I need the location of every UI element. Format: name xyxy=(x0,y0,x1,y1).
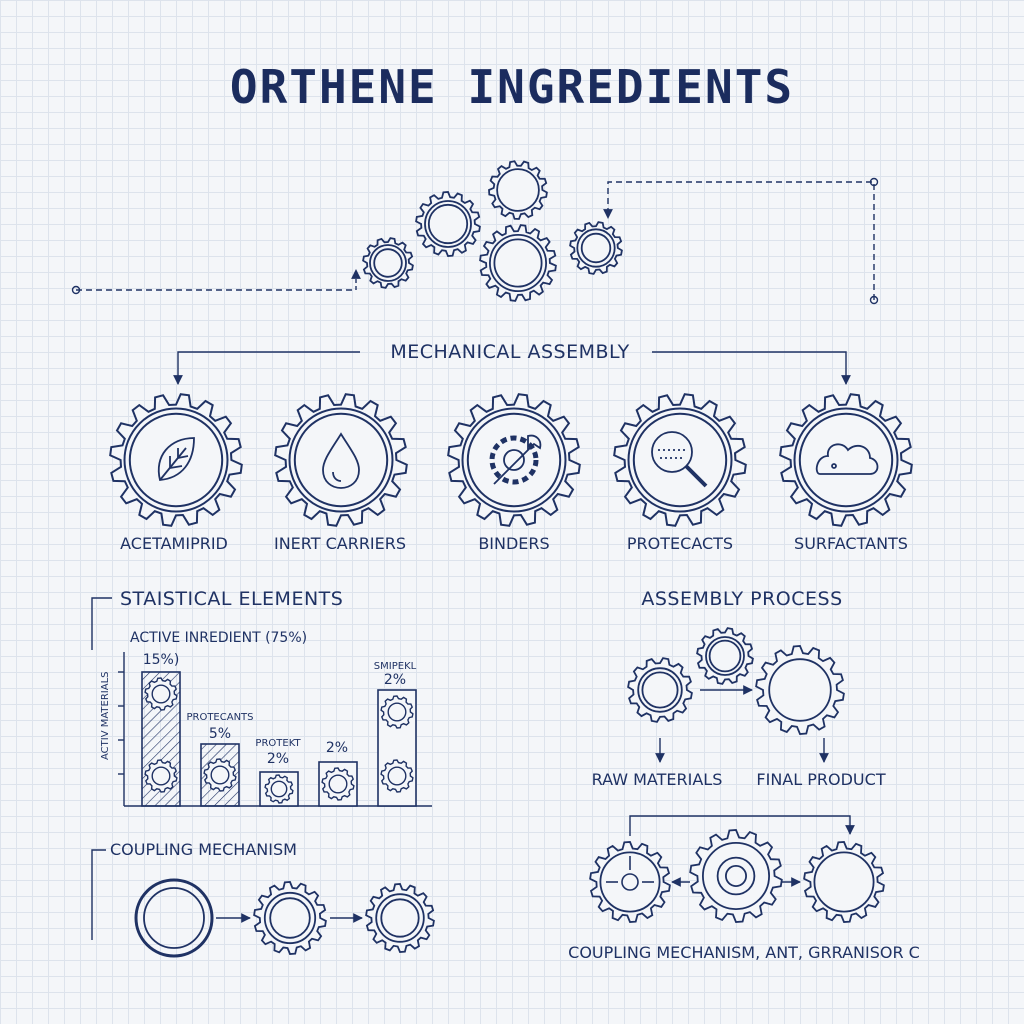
top-cluster-gear xyxy=(362,237,414,289)
ingredient-gear-surfactants xyxy=(779,393,913,527)
ingredient-gear-inert-carriers xyxy=(274,393,408,527)
coupling-gear-left xyxy=(589,841,671,923)
coupling-gear xyxy=(365,883,435,953)
bar-sublabel-5: SMIPEKL xyxy=(373,661,417,672)
bar-gear xyxy=(144,677,178,711)
ingredient-label-protecacts: PROTECACTS xyxy=(626,534,734,553)
gear-wrench-icon xyxy=(489,434,542,485)
coupling-right-lines xyxy=(629,815,855,887)
process-arrows xyxy=(655,685,829,763)
leaf-icon xyxy=(157,437,195,481)
coupling-left-lines xyxy=(91,849,363,940)
assembly-bracket xyxy=(173,351,851,385)
coupling-caption: COUPLING MECHANISM, ANT, GRRANISOR C xyxy=(568,943,920,962)
bar-gear xyxy=(380,695,414,729)
cloud-icon xyxy=(815,443,879,475)
process-gear-middle xyxy=(696,627,754,685)
statistical-heading: STAISTICAL ELEMENTS xyxy=(120,588,344,610)
coupling-heading: COUPLING MECHANISM xyxy=(110,840,297,859)
coupling-gear-right xyxy=(803,841,885,923)
ingredient-label-binders: BINDERS xyxy=(478,534,550,553)
ingredient-label-acetamiprid: ACETAMIPRID xyxy=(120,534,228,553)
raw-materials-label: RAW MATERIALS xyxy=(591,770,723,789)
water-drop-icon xyxy=(322,432,360,489)
bar-label-5: 2% xyxy=(383,672,407,688)
ingredient-gear-protecacts xyxy=(613,393,747,527)
bar-gear xyxy=(144,759,178,793)
bar-label-1: 15%) xyxy=(142,652,180,668)
statistical-subtitle: ACTIVE INREDIENT (75%) xyxy=(130,630,308,646)
bar-gear xyxy=(264,774,294,804)
bar-sublabel-3: PROTEKT xyxy=(255,738,301,749)
coupling-gear xyxy=(253,881,327,955)
top-cluster-gear xyxy=(415,191,481,257)
bar-gear xyxy=(380,759,414,793)
bar-sublabel-2: PROTECANTS xyxy=(186,712,254,723)
center-coupling-detail xyxy=(606,856,654,891)
magnifier-icon xyxy=(651,431,708,488)
coupling-ring xyxy=(134,878,214,958)
top-cluster-gear xyxy=(488,160,548,220)
bar-label-3: 2% xyxy=(266,751,290,767)
ingredient-label-surfactants: SURFACTANTS xyxy=(794,534,908,553)
bar-gear xyxy=(321,767,355,801)
page-title: ORTHENE INGREDIENTS xyxy=(229,60,795,114)
ingredient-gear-binders xyxy=(447,393,581,527)
final-product-label: FINAL PRODUCT xyxy=(756,770,886,789)
bar-label-2: 5% xyxy=(208,726,232,742)
process-gear-raw xyxy=(627,657,693,723)
bar-label-4: 2% xyxy=(325,740,349,756)
coupling-gear-center xyxy=(689,829,783,923)
process-heading: ASSEMBLY PROCESS xyxy=(641,588,843,610)
axis-label: ACTIV MATERIALS xyxy=(100,671,111,760)
top-cluster-gear xyxy=(479,224,557,302)
top-connectors xyxy=(71,177,879,305)
assembly-heading: MECHANICAL ASSEMBLY xyxy=(390,341,630,363)
bar-gear xyxy=(203,758,237,792)
top-cluster-gear xyxy=(569,221,623,275)
ingredient-label-inert-carriers: INERT CARRIERS xyxy=(273,534,407,553)
process-gear-final xyxy=(755,645,845,735)
